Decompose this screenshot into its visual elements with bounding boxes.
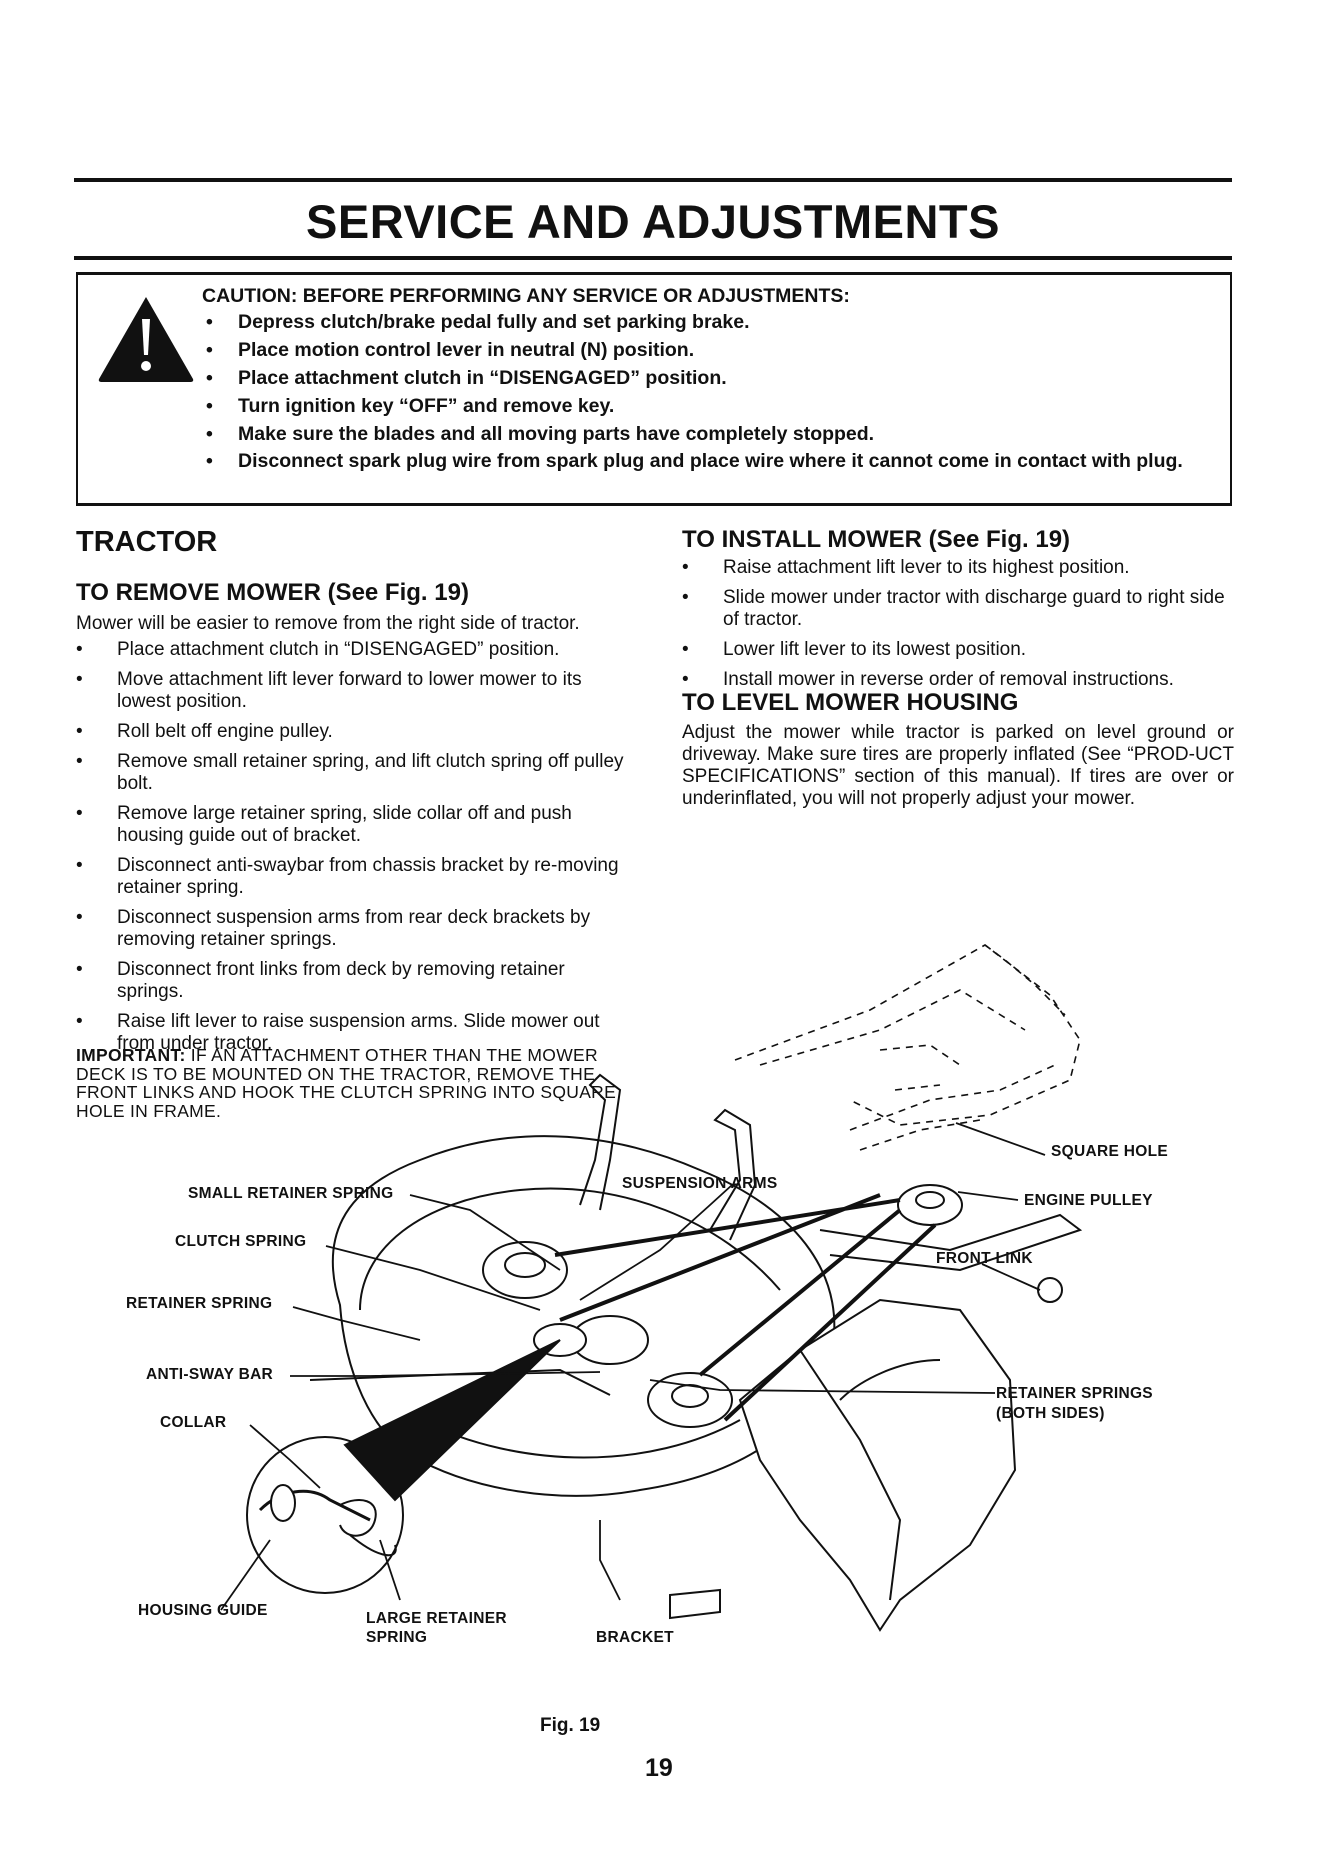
install-mower-heading: TO INSTALL MOWER (See Fig. 19) xyxy=(682,526,1071,553)
anti-sway-bar-line xyxy=(309,1368,611,1396)
caution-heading: CAUTION: BEFORE PERFORMING ANY SERVICE O… xyxy=(202,285,850,307)
leader-lines xyxy=(220,1122,1046,1611)
list-item: •Remove large retainer spring, slide col… xyxy=(76,803,572,846)
label-large-retainer: LARGE RETAINER xyxy=(366,1610,507,1627)
list-item: •Move attachment lift lever forward to l… xyxy=(76,669,582,712)
front-link-joint xyxy=(1037,1277,1063,1303)
caution-box: CAUTION: BEFORE PERFORMING ANY SERVICE O… xyxy=(76,272,1232,506)
list-item: •Place attachment clutch in “DISENGAGED”… xyxy=(76,639,560,660)
remove-mower-section: Mower will be easier to remove from the … xyxy=(76,613,636,1063)
drive-belt xyxy=(554,1193,937,1422)
remove-intro: Mower will be easier to remove from the … xyxy=(76,613,580,634)
caution-item: •Place motion control lever in neutral (… xyxy=(206,339,695,361)
label-engine-pulley: ENGINE PULLEY xyxy=(1024,1192,1153,1209)
figure-caption: Fig. 19 xyxy=(540,1715,601,1736)
bracket-plate xyxy=(669,1588,721,1620)
list-item: •Raise lift lever to raise suspension ar… xyxy=(76,1011,600,1054)
label-retainer-spring: RETAINER SPRING xyxy=(126,1295,273,1312)
caution-item: •Disconnect spark plug wire from spark p… xyxy=(206,450,1183,472)
warning-triangle-icon xyxy=(98,297,194,382)
top-rule xyxy=(74,178,1232,182)
list-item: •Disconnect suspension arms from rear de… xyxy=(76,907,591,950)
deck-pulleys xyxy=(482,1241,733,1428)
install-mower-section: •Raise attachment lift lever to its high… xyxy=(682,557,1234,699)
caution-item: •Place attachment clutch in “DISENGAGED”… xyxy=(206,367,727,389)
tractor-frame-outline xyxy=(734,944,1081,1151)
level-mower-heading: TO LEVEL MOWER HOUSING xyxy=(682,689,1019,716)
list-item: •Roll belt off engine pulley. xyxy=(76,721,333,742)
caution-item: •Make sure the blades and all moving par… xyxy=(206,423,875,445)
label-small-retainer-spring: SMALL RETAINER SPRING xyxy=(188,1185,394,1202)
remove-mower-heading: TO REMOVE MOWER (See Fig. 19) xyxy=(76,579,469,606)
label-clutch-spring: CLUTCH SPRING xyxy=(175,1233,307,1250)
level-text: Adjust the mower while tractor is parked… xyxy=(682,722,1234,809)
label-both-sides: (BOTH SIDES) xyxy=(996,1405,1105,1422)
caution-item: •Turn ignition key “OFF” and remove key. xyxy=(206,395,615,417)
detail-circle xyxy=(246,1436,404,1594)
label-spring: SPRING xyxy=(366,1629,428,1646)
caution-item: •Depress clutch/brake pedal fully and se… xyxy=(206,311,750,333)
label-retainer-springs: RETAINER SPRINGS xyxy=(996,1385,1153,1402)
list-item: •Disconnect anti-swaybar from chassis br… xyxy=(76,855,619,898)
label-collar: COLLAR xyxy=(160,1414,227,1431)
list-item: •Slide mower under tractor with discharg… xyxy=(682,587,1225,630)
list-item: •Lower lift lever to its lowest position… xyxy=(682,639,1027,660)
suspension-arm xyxy=(709,1108,757,1241)
label-bracket: BRACKET xyxy=(596,1629,674,1646)
title-underline xyxy=(74,256,1232,260)
label-anti-sway-bar: ANTI-SWAY BAR xyxy=(146,1366,274,1383)
suspension-arm xyxy=(579,1073,622,1211)
important-label: IMPORTANT: xyxy=(76,1045,186,1065)
label-housing-guide: HOUSING GUIDE xyxy=(138,1602,268,1619)
label-front-link: FRONT LINK xyxy=(936,1250,1033,1267)
page-title: SERVICE AND ADJUSTMENTS xyxy=(306,195,1000,248)
discharge-guard xyxy=(738,1298,1017,1632)
install-steps: •Raise attachment lift lever to its high… xyxy=(682,557,1234,691)
list-item: •Raise attachment lift lever to its high… xyxy=(682,557,1130,578)
important-text: IF AN ATTACHMENT OTHER THAN THE MOWER DE… xyxy=(76,1045,617,1121)
caution-list: •Depress clutch/brake pedal fully and se… xyxy=(202,311,1218,472)
remove-steps: •Place attachment clutch in “DISENGAGED”… xyxy=(76,639,636,1055)
list-item: •Disconnect front links from deck by rem… xyxy=(76,959,565,1002)
level-mower-section: Adjust the mower while tractor is parked… xyxy=(682,722,1234,814)
list-item: •Remove small retainer spring, and lift … xyxy=(76,751,624,794)
tractor-heading: TRACTOR xyxy=(76,526,218,558)
list-item: •Install mower in reverse order of remov… xyxy=(682,669,1174,690)
important-note: IMPORTANT: IF AN ATTACHMENT OTHER THAN T… xyxy=(76,1046,636,1120)
label-suspension-arms: SUSPENSION ARMS xyxy=(622,1175,778,1192)
front-link-bar xyxy=(819,1213,1083,1272)
label-square-hole: SQUARE HOLE xyxy=(1051,1143,1168,1160)
page-number: 19 xyxy=(645,1754,673,1782)
